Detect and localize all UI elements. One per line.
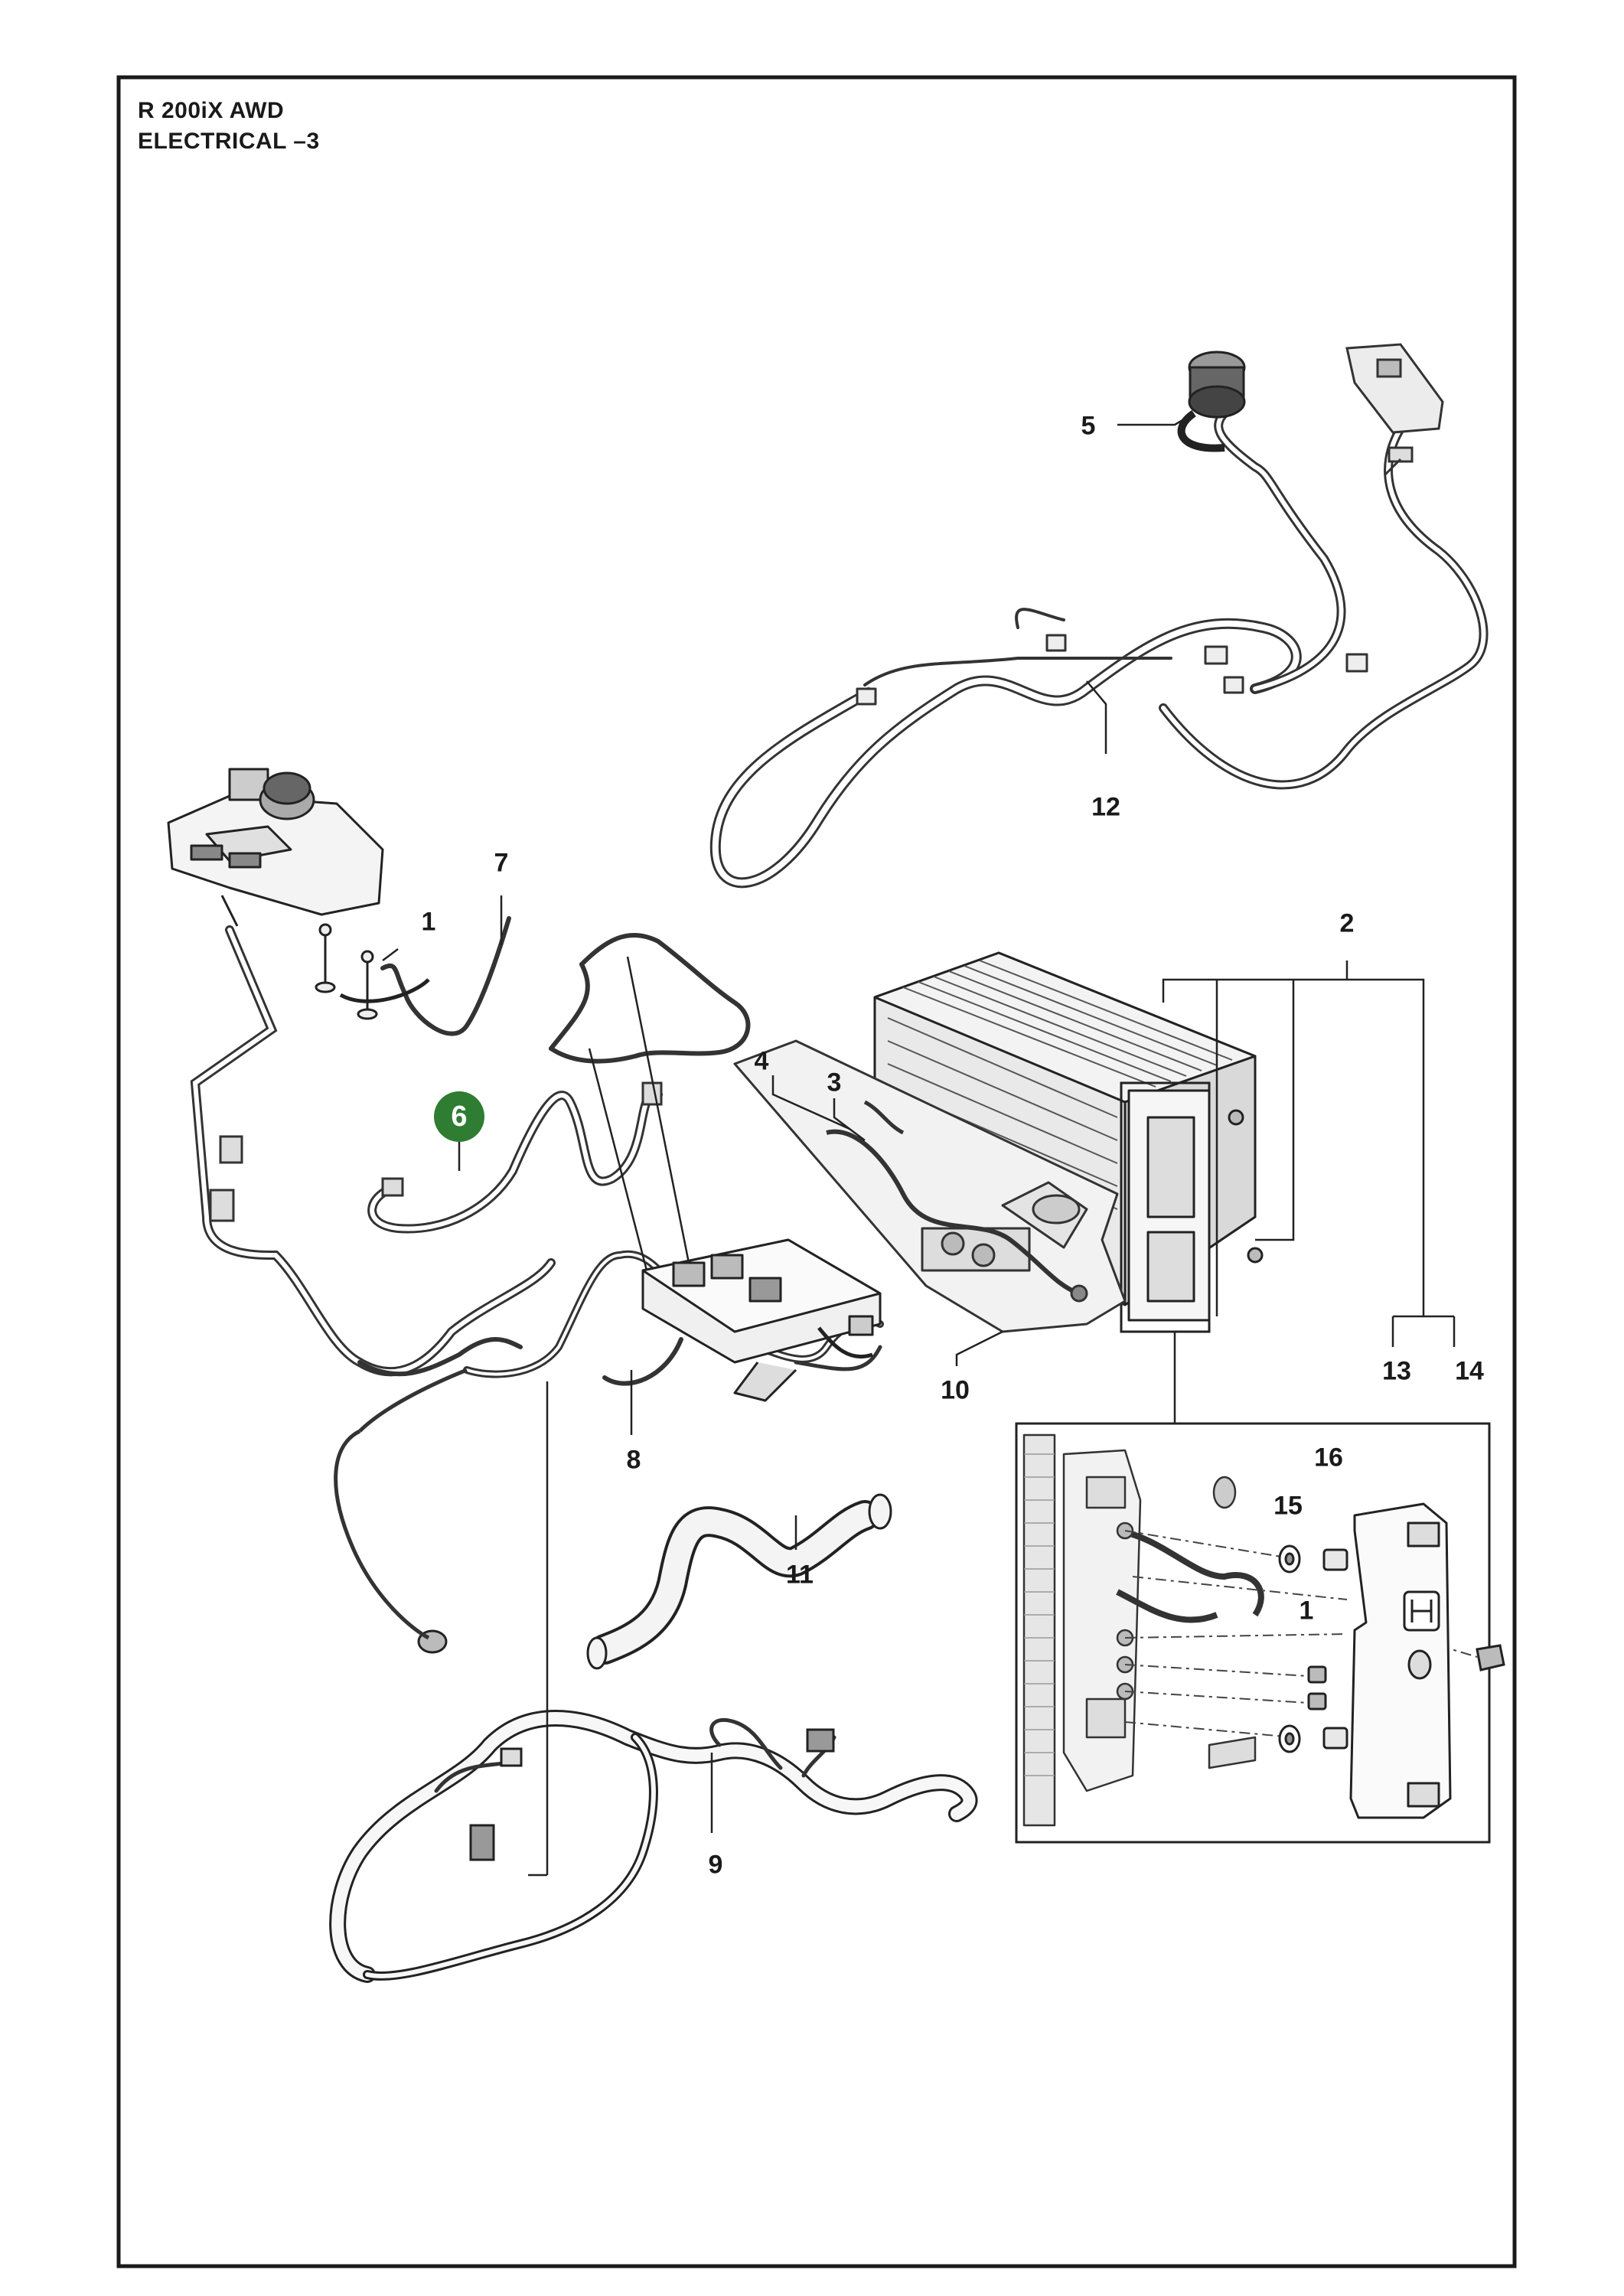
tube-11: [586, 1493, 892, 1670]
control-console: [167, 768, 384, 927]
cover-13: [1349, 1502, 1452, 1819]
diagram-subtitle: ELECTRICAL –3: [138, 129, 320, 154]
callout-1-detail[interactable]: 1: [1299, 1596, 1314, 1626]
bolt-set-1: [315, 923, 430, 1020]
detail-marker-box: [1120, 1081, 1211, 1333]
callout-4[interactable]: 4: [754, 1046, 769, 1076]
callout-16[interactable]: 16: [1314, 1443, 1343, 1473]
socket-connector-5: [1177, 351, 1246, 452]
callout-14[interactable]: 14: [1455, 1356, 1484, 1386]
callout-10[interactable]: 10: [941, 1375, 970, 1405]
callout-6: 6: [451, 1100, 468, 1133]
diagram-title: R 200iX AWD: [138, 98, 285, 123]
callout-5[interactable]: 5: [1081, 411, 1096, 441]
harness-6: [367, 1081, 663, 1234]
switch-bracket: [1345, 343, 1444, 476]
callout-9[interactable]: 9: [708, 1850, 723, 1880]
callout-13[interactable]: 13: [1382, 1356, 1411, 1386]
ecu-module: [641, 1238, 882, 1402]
grommet: [334, 1368, 468, 1654]
callout-11[interactable]: 11: [786, 1560, 814, 1590]
callout-8[interactable]: 8: [626, 1445, 641, 1475]
harness-7: [190, 916, 751, 1377]
callout-6-highlight[interactable]: 6: [434, 1091, 484, 1142]
mounting-plate: [733, 1039, 1127, 1333]
callout-7[interactable]: 7: [494, 848, 509, 878]
callout-2[interactable]: 2: [1339, 908, 1355, 938]
callout-12[interactable]: 12: [1091, 792, 1120, 822]
page-frame: [116, 75, 1517, 2268]
harness-9: [329, 1710, 978, 1983]
callout-3[interactable]: 3: [827, 1068, 842, 1097]
detail-hardware: [1278, 1544, 1505, 1753]
harness-12: [709, 409, 1489, 889]
callout-1-top[interactable]: 1: [421, 907, 436, 937]
connector-9: [469, 1728, 835, 1861]
leader-lines: [382, 412, 1456, 1877]
callout-15[interactable]: 15: [1273, 1491, 1303, 1521]
